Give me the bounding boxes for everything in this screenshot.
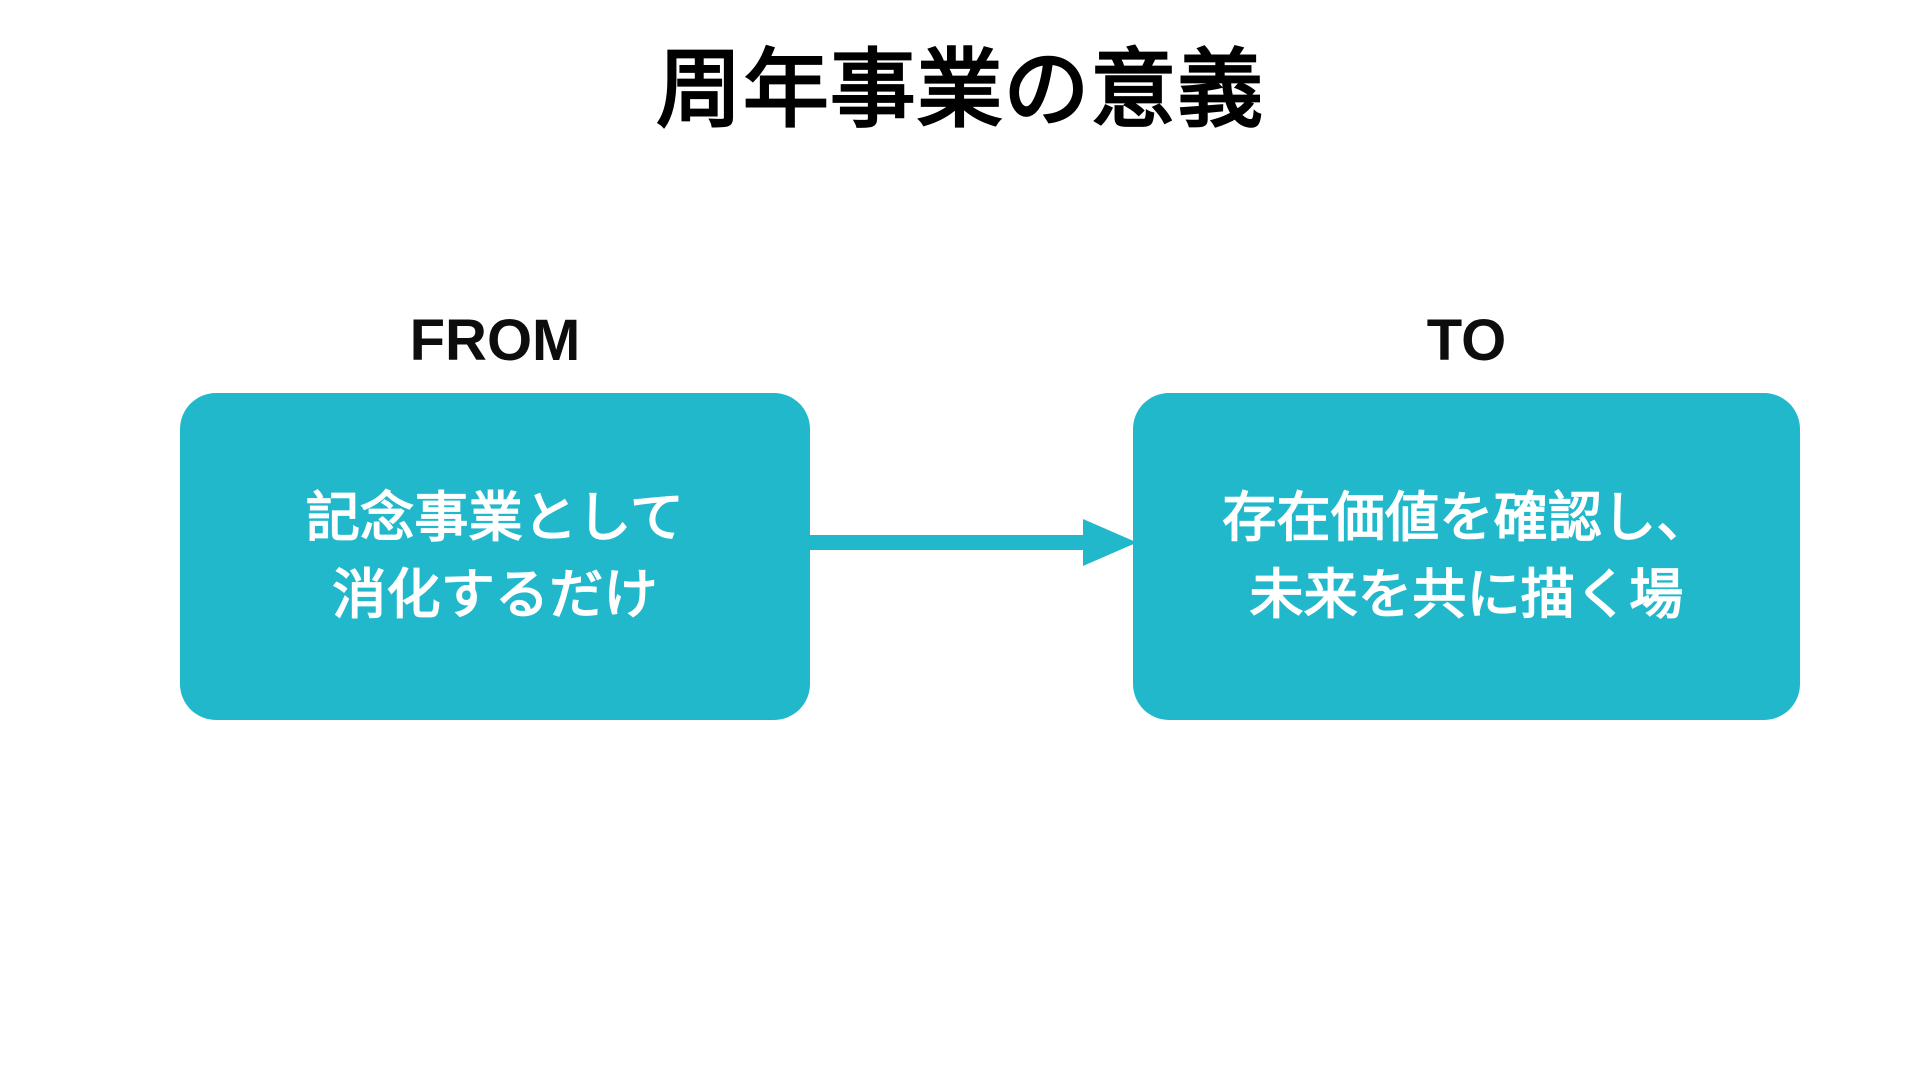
from-state-line-1: 記念事業として [305,487,685,548]
from-caption-label: FROM [409,308,581,373]
to-state-line-2: 未来を共に描く場 [1249,564,1684,625]
to-state-line-1: 存在価値を確認し、 [1222,487,1711,548]
arrow-shaft [806,535,1088,550]
arrow-right-icon [806,508,1137,578]
to-caption-label: TO [1426,308,1507,373]
arrow-right-svg [806,519,1137,566]
from-state-box: 記念事業として 消化するだけ [180,393,810,720]
page-title: 周年事業の意義 [655,42,1265,138]
to-state-box: 存在価値を確認し、 未来を共に描く場 [1133,393,1800,720]
arrow-head [1083,519,1137,566]
from-state-line-2: 消化するだけ [332,564,658,625]
